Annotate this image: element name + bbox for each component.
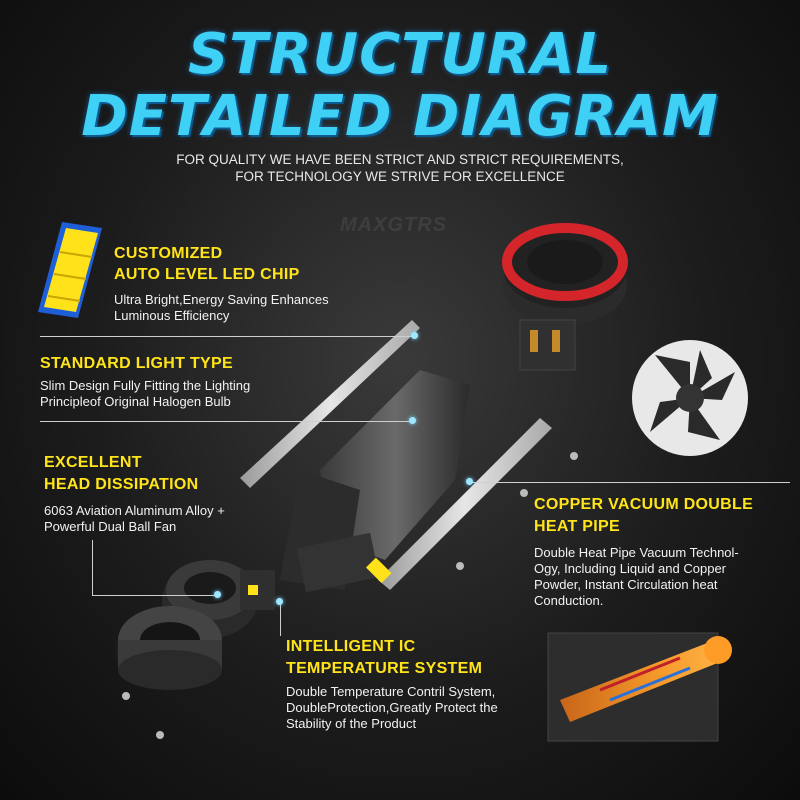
subtitle-line-1: FOR QUALITY WE HAVE BEEN STRICT AND STRI… [176,152,624,167]
heat-sink-plate-icon [240,320,420,488]
feature-desc-copper-2: Ogy, Including Liquid and Copper [534,561,726,576]
heat-pipe-inset-icon [547,632,732,742]
title-line-2: DETAILED DIAGRAM [81,84,719,149]
callout-dot-ic [276,598,283,605]
feature-desc-chip-1: Ultra Bright,Energy Saving Enhances [114,292,329,307]
feature-title-ic-2: TEMPERATURE SYSTEM [286,660,483,677]
callout-dot-chip [411,332,418,339]
bulb-body-icon [280,370,470,593]
red-locking-ring-icon [502,223,628,371]
subtitle-line-2: FOR TECHNOLOGY WE STRIVE FOR EXCELLENCE [235,169,565,184]
feature-desc-copper-3: Powder, Instant Circulation heat [534,577,718,592]
feature-desc-light-1: Slim Design Fully Fitting the Lighting [40,378,251,393]
led-plate-icon [365,418,552,590]
leader-line-copper [470,482,790,483]
brand-watermark: MAXGTRS [340,214,447,236]
feature-desc-ic-1: Double Temperature Contril System, [286,684,496,699]
feature-desc-light-2: Principleof Original Halogen Bulb [40,394,231,409]
feature-title-copper-1: COPPER VACUUM DOUBLE [534,496,754,513]
feature-title-chip-1: CUSTOMIZED [114,245,223,262]
screw-icon [122,452,578,739]
feature-desc-heat-1: 6063 Aviation Aluminum Alloy + [44,503,225,518]
feature-title-heat-1: EXCELLENT [44,454,142,471]
feature-desc-copper-4: Conduction. [534,593,604,608]
title-line-1: STRUCTURAL [187,22,613,87]
feature-desc-ic-2: DoubleProtection,Greatly Protect the [286,700,498,715]
leader-line-chip [40,336,415,337]
feature-desc-chip-2: Luminous Efficiency [114,308,230,323]
feature-desc-ic-3: Stability of the Product [286,716,417,731]
feature-title-chip-2: AUTO LEVEL LED CHIP [114,266,300,283]
callout-dot-light [409,417,416,424]
feature-desc-copper-1: Double Heat Pipe Vacuum Technol- [534,545,739,560]
leader-line-heat-h [92,595,217,596]
leader-line-heat-v [92,540,93,595]
feature-title-copper-2: HEAT PIPE [534,518,620,535]
fan-icon [632,340,748,456]
feature-title-heat-2: HEAD DISSIPATION [44,476,199,493]
leader-line-ic-v [280,602,281,636]
callout-dot-heat [214,591,221,598]
feature-title-ic-1: INTELLIGENT IC [286,638,416,655]
feature-title-light: STANDARD LIGHT TYPE [40,355,233,372]
base-ring-icon [115,606,225,690]
callout-dot-copper [466,478,473,485]
led-chip-icon [38,222,102,318]
feature-desc-heat-2: Powerful Dual Ball Fan [44,519,177,534]
leader-line-light [40,421,412,422]
